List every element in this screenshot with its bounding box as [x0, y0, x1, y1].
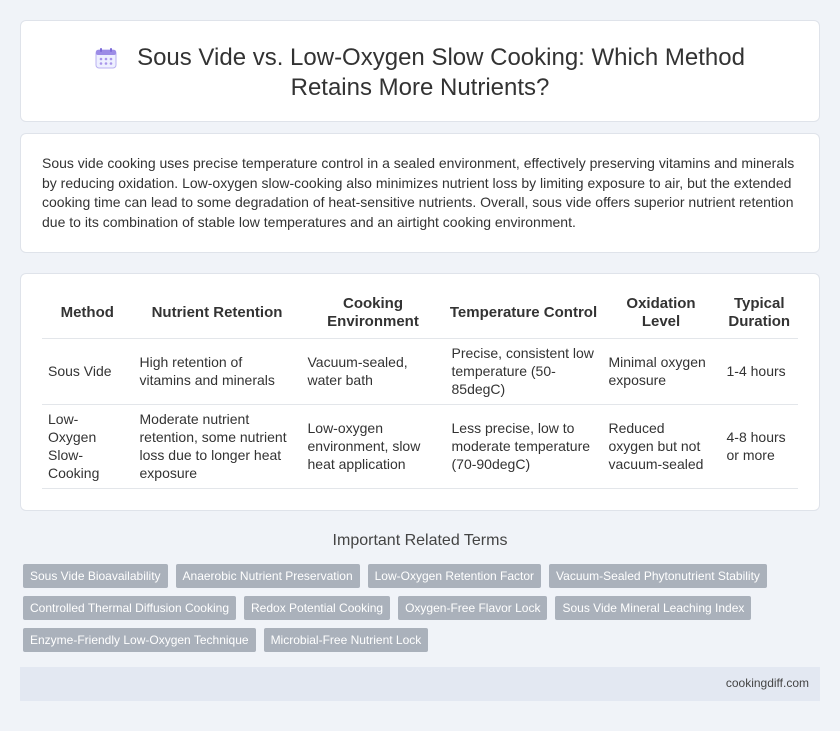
table-cell: 4-8 hours or more: [719, 404, 798, 489]
title-card: Sous Vide vs. Low-Oxygen Slow Cooking: W…: [20, 20, 820, 122]
page-title: Sous Vide vs. Low-Oxygen Slow Cooking: W…: [137, 44, 745, 101]
related-term-tag[interactable]: Oxygen-Free Flavor Lock: [398, 596, 548, 620]
table-cell: Sous Vide: [42, 338, 133, 405]
header-cooking-environment: Cooking Environment: [300, 288, 445, 339]
related-term-tag[interactable]: Enzyme-Friendly Low-Oxygen Technique: [23, 628, 256, 652]
related-term-tag[interactable]: Controlled Thermal Diffusion Cooking: [23, 596, 236, 620]
intro-card: Sous vide cooking uses precise temperatu…: [20, 133, 820, 253]
header-typical-duration: Typical Duration: [719, 288, 798, 339]
page-title-row: Sous Vide vs. Low-Oxygen Slow Cooking: W…: [61, 43, 779, 103]
related-term-tag[interactable]: Vacuum-Sealed Phytonutrient Stability: [549, 564, 767, 588]
table-cell: Precise, consistent low temperature (50-…: [444, 338, 602, 405]
header-oxidation-level: Oxidation Level: [601, 288, 720, 339]
header-method: Method: [42, 288, 133, 339]
related-term-tag[interactable]: Sous Vide Mineral Leaching Index: [555, 596, 752, 620]
table-cell: Low-Oxygen Slow-Cooking: [42, 404, 133, 489]
related-term-tag[interactable]: Sous Vide Bioavailability: [23, 564, 168, 588]
footer-site-link[interactable]: cookingdiff.com: [725, 676, 809, 690]
table-cell: Minimal oxygen exposure: [601, 338, 720, 405]
header-temperature-control: Temperature Control: [444, 288, 602, 339]
table-cell: 1-4 hours: [719, 338, 798, 405]
related-term-tag[interactable]: Low-Oxygen Retention Factor: [367, 564, 542, 588]
header-nutrient-retention: Nutrient Retention: [132, 288, 301, 339]
comparison-table-card: Method Nutrient Retention Cooking Enviro…: [20, 273, 820, 511]
footer: cookingdiff.com: [20, 667, 820, 701]
table-cell: Moderate nutrient retention, some nutrie…: [132, 404, 301, 489]
table-cell: Less precise, low to moderate temperatur…: [444, 404, 602, 489]
table-row: Low-Oxygen Slow-Cooking Moderate nutrien…: [42, 404, 798, 489]
related-term-tag[interactable]: Anaerobic Nutrient Preservation: [175, 564, 360, 588]
related-term-tag[interactable]: Microbial-Free Nutrient Lock: [263, 628, 429, 652]
related-terms-tags: Sous Vide Bioavailability Anaerobic Nutr…: [23, 564, 823, 652]
related-terms-heading: Important Related Terms: [332, 532, 508, 549]
intro-paragraph: Sous vide cooking uses precise temperatu…: [42, 155, 795, 230]
table-cell: Low-oxygen environment, slow heat applic…: [300, 404, 445, 489]
related-term-tag[interactable]: Redox Potential Cooking: [244, 596, 391, 620]
table-row: Sous Vide High retention of vitamins and…: [42, 338, 798, 405]
table-header-row: Method Nutrient Retention Cooking Enviro…: [42, 288, 798, 339]
comparison-table: Method Nutrient Retention Cooking Enviro…: [42, 288, 798, 489]
table-cell: Vacuum-sealed, water bath: [300, 338, 445, 405]
table-cell: Reduced oxygen but not vacuum-sealed: [601, 404, 720, 489]
table-cell: High retention of vitamins and minerals: [132, 338, 301, 405]
calendar-icon: [95, 48, 117, 69]
